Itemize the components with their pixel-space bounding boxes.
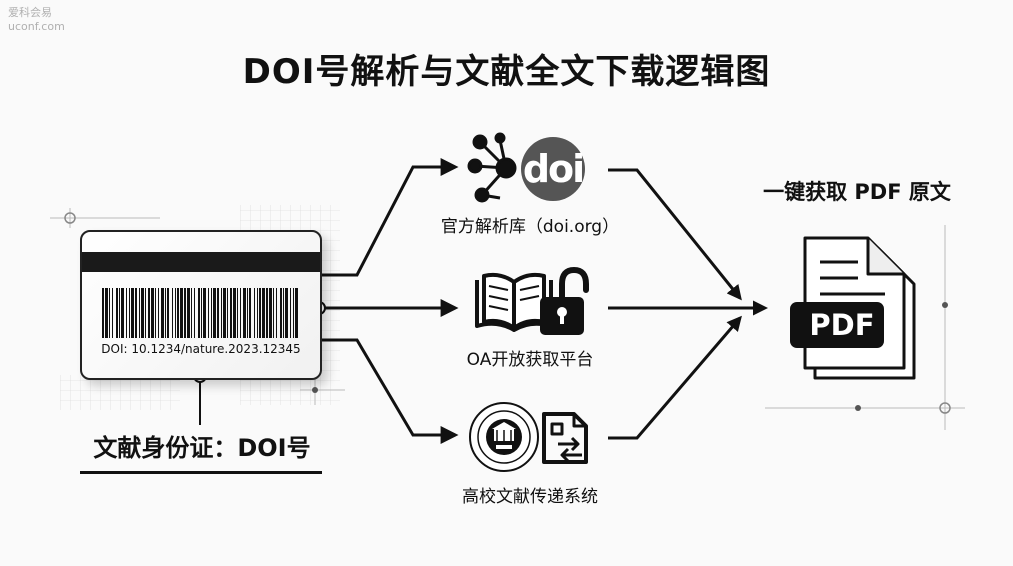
document-transfer-icon <box>542 412 588 464</box>
arrow-to-doi-resolver <box>319 158 459 277</box>
barcode <box>102 288 298 338</box>
pdf-document-stack-icon <box>790 236 916 380</box>
arrow-doi-to-pdf <box>608 168 742 301</box>
doi-id-card: DOI: 10.1234/nature.2023.12345 <box>80 230 322 380</box>
card-magnetic-stripe <box>82 252 320 272</box>
watermark-site-name: 爱科会易 <box>8 6 52 19</box>
doi-logo <box>521 137 585 201</box>
doi-code-text: DOI: 10.1234/nature.2023.12345 <box>101 342 301 356</box>
unlocked-padlock-icon <box>540 266 589 335</box>
watermark: 爱科会易 uconf.com <box>8 6 65 34</box>
caption-underline <box>80 471 322 474</box>
page-title: DOI号解析与文献全文下载逻辑图 <box>242 52 771 92</box>
doi-logo-text: doi <box>522 147 585 191</box>
channel-label-oa-platform: OA开放获取平台 <box>466 350 594 370</box>
university-seal-icon <box>469 402 539 472</box>
pdf-badge: PDF <box>809 308 875 342</box>
channel-label-library-delivery: 高校文献传递系统 <box>462 487 598 507</box>
channel-label-doi-resolver: 官方解析库（doi.org） <box>440 217 620 237</box>
open-book-icon <box>475 272 553 332</box>
grid-decoration-right <box>765 225 965 430</box>
doi-card-caption: 文献身份证：DOI号 <box>93 434 311 462</box>
network-nodes-icon <box>467 132 517 203</box>
result-title: 一键获取 PDF 原文 <box>763 180 951 204</box>
arrow-to-library-delivery <box>319 338 459 444</box>
watermark-domain: uconf.com <box>8 20 65 33</box>
arrow-library-to-pdf <box>608 315 742 440</box>
